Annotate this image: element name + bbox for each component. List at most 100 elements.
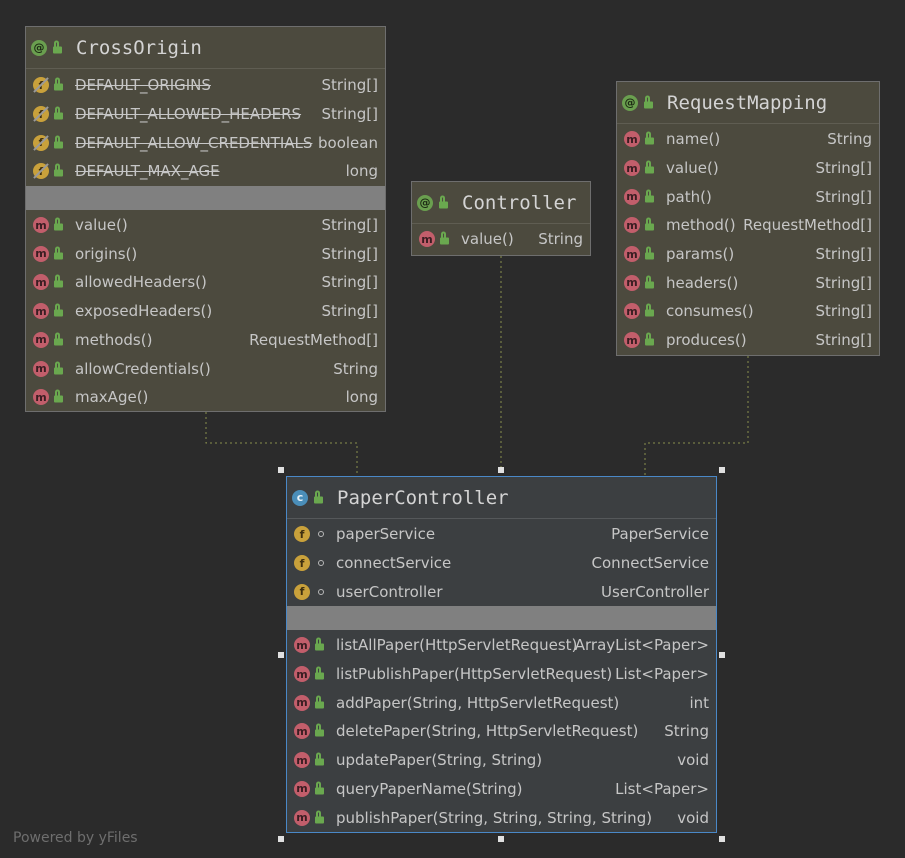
method-name: consumes() bbox=[666, 302, 754, 321]
link-requestmapping-to-papercontroller bbox=[644, 356, 749, 476]
node-header: @ Controller bbox=[412, 182, 590, 224]
method-type: String bbox=[827, 130, 872, 149]
method-row[interactable]: m origins() String[] bbox=[26, 239, 385, 268]
method-row[interactable]: m updatePaper(String, String) void bbox=[287, 746, 716, 775]
method-row[interactable]: m produces() String[] bbox=[617, 326, 879, 355]
resize-handle-left[interactable] bbox=[278, 652, 284, 658]
method-icon: m bbox=[624, 131, 640, 148]
method-row[interactable]: m value() String[] bbox=[617, 154, 879, 183]
resize-handle-top-left[interactable] bbox=[278, 467, 284, 473]
methods-section: m value() String bbox=[412, 224, 590, 254]
method-icon: m bbox=[624, 332, 640, 349]
method-row[interactable]: m methods() RequestMethod[] bbox=[26, 326, 385, 355]
field-type: long bbox=[345, 162, 378, 181]
lock-icon bbox=[315, 695, 324, 709]
method-row[interactable]: m allowedHeaders() String[] bbox=[26, 268, 385, 297]
method-row[interactable]: m value() String[] bbox=[26, 211, 385, 240]
node-controller[interactable]: @ Controller m value() String bbox=[411, 181, 591, 256]
method-row[interactable]: m headers() String[] bbox=[617, 268, 879, 297]
method-row[interactable]: m deletePaper(String, HttpServletRequest… bbox=[287, 717, 716, 746]
method-icon: m bbox=[624, 160, 640, 177]
method-icon: m bbox=[294, 752, 310, 769]
method-icon: m bbox=[294, 637, 310, 654]
lock-icon bbox=[54, 361, 63, 375]
resize-handle-bottom-right[interactable] bbox=[719, 836, 725, 842]
method-row[interactable]: m listPublishPaper(HttpServletRequest) L… bbox=[287, 660, 716, 689]
field-name: DEFAULT_ALLOW_CREDENTIALS bbox=[75, 133, 313, 152]
field-type: UserController bbox=[601, 582, 709, 601]
method-row[interactable]: m name() String bbox=[617, 125, 879, 154]
method-row[interactable]: m exposedHeaders() String[] bbox=[26, 297, 385, 326]
method-type: String[] bbox=[815, 331, 872, 350]
method-row[interactable]: m path() String[] bbox=[617, 182, 879, 211]
node-crossorigin[interactable]: @ CrossOrigin f DEFAULT_ORIGINS String[]… bbox=[25, 26, 386, 412]
method-row[interactable]: m method() RequestMethod[] bbox=[617, 211, 879, 240]
method-type: String[] bbox=[321, 216, 378, 235]
resize-handle-bottom[interactable] bbox=[498, 836, 504, 842]
method-row[interactable]: m addPaper(String, HttpServletRequest) i… bbox=[287, 688, 716, 717]
node-header: c PaperController bbox=[287, 477, 716, 519]
method-type: String[] bbox=[321, 273, 378, 292]
lock-icon bbox=[314, 490, 323, 503]
method-row[interactable]: m listAllPaper(HttpServletRequest) Array… bbox=[287, 631, 716, 660]
method-type: ArrayList<Paper> bbox=[574, 636, 709, 655]
fields-section: f paperService PaperService f connectSer… bbox=[287, 519, 716, 606]
lock-icon bbox=[53, 40, 62, 53]
field-row[interactable]: f userController UserController bbox=[287, 577, 716, 606]
node-papercontroller[interactable]: c PaperController f paperService PaperSe… bbox=[286, 476, 717, 833]
resize-handle-top-right[interactable] bbox=[719, 467, 725, 473]
section-divider bbox=[287, 606, 716, 631]
method-name: allowedHeaders() bbox=[75, 273, 207, 292]
method-name: headers() bbox=[666, 273, 739, 292]
fields-section: f DEFAULT_ORIGINS String[] f DEFAULT_ALL… bbox=[26, 69, 385, 186]
lock-icon bbox=[315, 723, 324, 737]
dot-icon bbox=[318, 531, 324, 538]
watermark: Powered by yFiles bbox=[13, 830, 138, 846]
node-header: @ CrossOrigin bbox=[26, 27, 385, 69]
method-row[interactable]: m params() String[] bbox=[617, 240, 879, 269]
lock-icon bbox=[54, 274, 63, 288]
method-row[interactable]: m publishPaper(String, String, String, S… bbox=[287, 803, 716, 832]
section-divider bbox=[26, 185, 385, 210]
method-row[interactable]: m value() String bbox=[412, 225, 590, 254]
lock-icon bbox=[315, 810, 324, 824]
method-icon: m bbox=[33, 389, 49, 406]
method-type: String bbox=[664, 722, 709, 741]
method-icon: m bbox=[33, 331, 49, 348]
field-name: DEFAULT_MAX_AGE bbox=[75, 162, 220, 181]
method-type: List<Paper> bbox=[615, 665, 709, 684]
field-row[interactable]: f DEFAULT_ALLOWED_HEADERS String[] bbox=[26, 100, 385, 129]
method-type: String[] bbox=[815, 273, 872, 292]
method-type: String[] bbox=[321, 302, 378, 321]
resize-handle-bottom-left[interactable] bbox=[278, 836, 284, 842]
field-row[interactable]: f DEFAULT_ALLOW_CREDENTIALS boolean bbox=[26, 128, 385, 157]
field-type: String[] bbox=[321, 76, 378, 95]
method-row[interactable]: m maxAge() long bbox=[26, 383, 385, 412]
resize-handle-right[interactable] bbox=[719, 652, 725, 658]
field-icon: f bbox=[294, 526, 310, 543]
resize-handle-top[interactable] bbox=[498, 467, 504, 473]
method-type: long bbox=[345, 388, 378, 407]
method-icon: m bbox=[419, 231, 435, 248]
node-requestmapping[interactable]: @ RequestMapping m name() String m value… bbox=[616, 81, 880, 356]
field-icon: f bbox=[294, 583, 310, 600]
field-name: userController bbox=[336, 582, 443, 601]
method-row[interactable]: m allowCredentials() String bbox=[26, 354, 385, 383]
method-row[interactable]: m consumes() String[] bbox=[617, 297, 879, 326]
field-row[interactable]: f connectService ConnectService bbox=[287, 549, 716, 578]
method-name: path() bbox=[666, 187, 712, 206]
field-row[interactable]: f DEFAULT_ORIGINS String[] bbox=[26, 71, 385, 100]
field-type: PaperService bbox=[611, 525, 709, 544]
field-row[interactable]: f DEFAULT_MAX_AGE long bbox=[26, 157, 385, 186]
lock-icon bbox=[644, 95, 653, 108]
method-icon: m bbox=[294, 694, 310, 711]
method-row[interactable]: m queryPaperName(String) List<Paper> bbox=[287, 775, 716, 804]
field-icon: f bbox=[294, 555, 310, 572]
field-row[interactable]: f paperService PaperService bbox=[287, 520, 716, 549]
method-name: deletePaper(String, HttpServletRequest) bbox=[336, 722, 639, 741]
field-type: ConnectService bbox=[591, 554, 709, 573]
lock-icon bbox=[645, 332, 654, 346]
lock-icon bbox=[54, 217, 63, 231]
method-icon: m bbox=[33, 274, 49, 291]
